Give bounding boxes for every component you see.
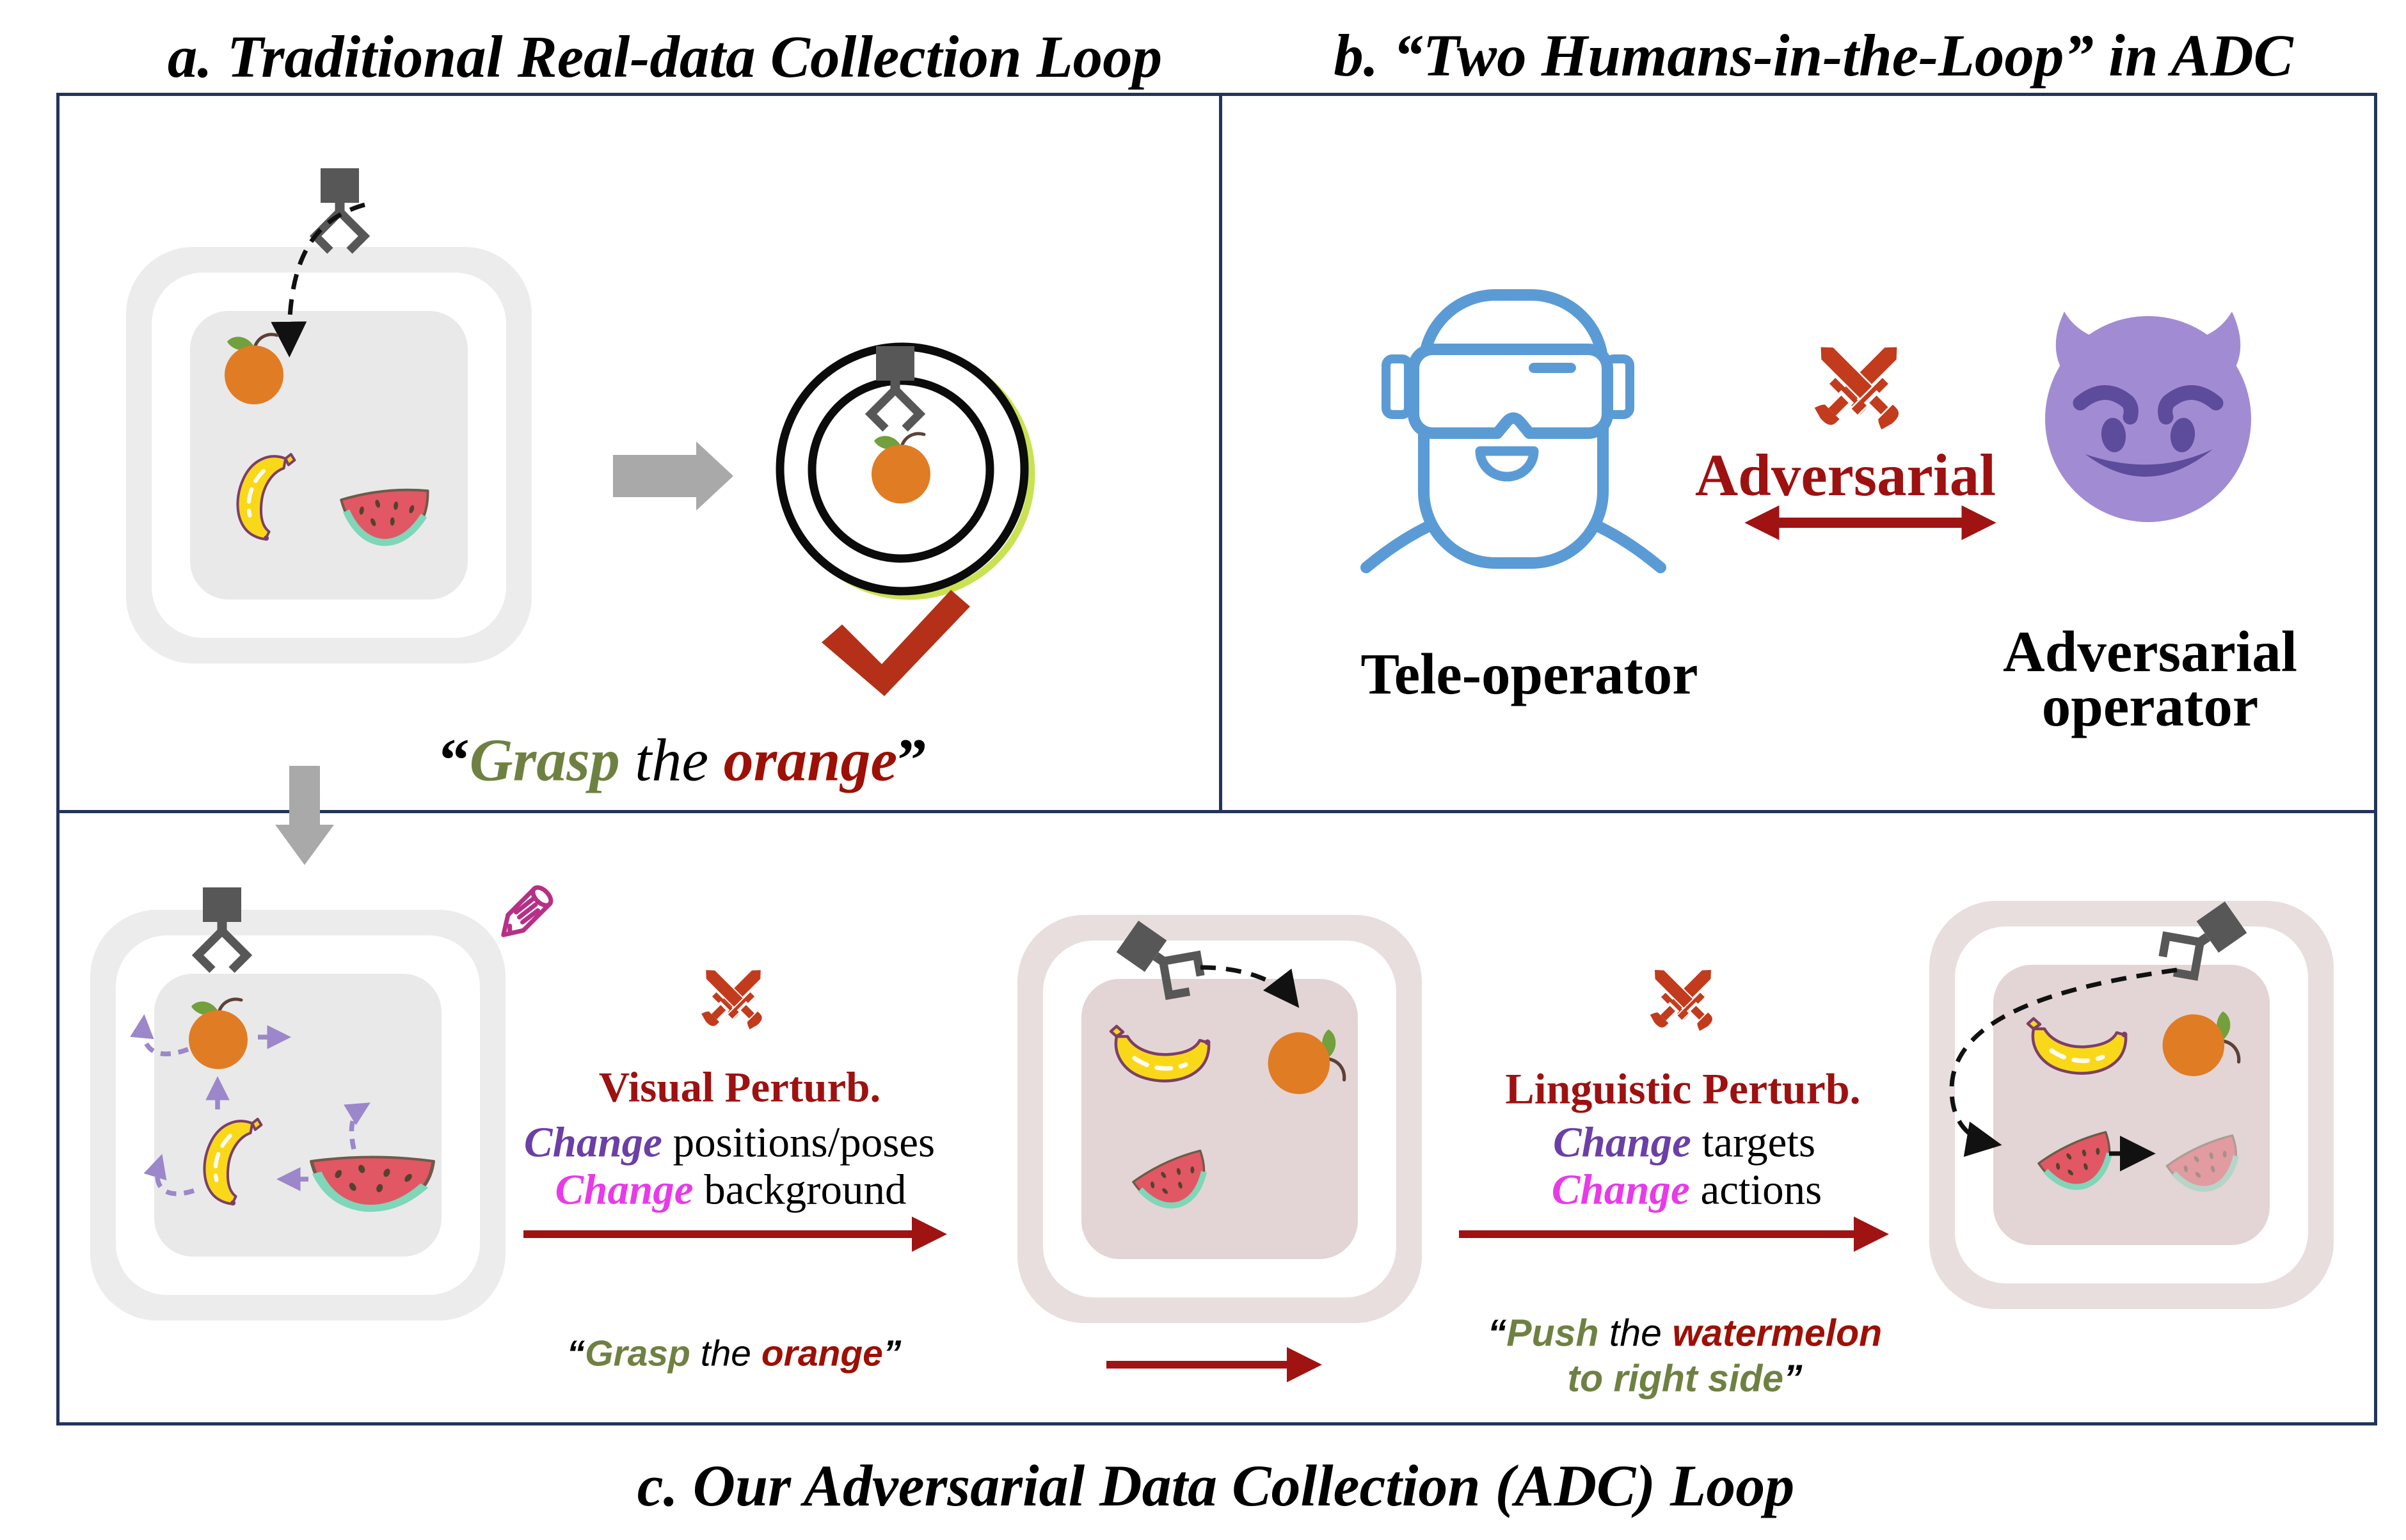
- text-connector: the: [619, 727, 724, 794]
- instruction-after-line2: to right side”: [1567, 1360, 1802, 1398]
- instruction-after-line1: “Push the watermelon: [1487, 1312, 1883, 1354]
- text-open-quote: “: [566, 1333, 586, 1374]
- panel-c-title: c. Our Adversarial Data Collection (ADC)…: [637, 1456, 1794, 1515]
- text-line2: to right side: [1567, 1357, 1784, 1400]
- text-verb: Push: [1506, 1312, 1599, 1354]
- text-c: c. Our Adversarial Data Collection (ADC)…: [637, 1453, 1795, 1519]
- instruction-before-label: “Grasp the orange”: [567, 1335, 902, 1372]
- text-row2-text: background: [693, 1166, 907, 1214]
- text-close-quote: ”: [882, 1333, 902, 1374]
- text-open-quote: “: [439, 727, 470, 794]
- linguistic-perturb-row2: Change actions: [1552, 1168, 1822, 1211]
- text-conflict-label: Adversarial: [1694, 443, 1996, 509]
- text-row1-keyword: Change: [523, 1118, 662, 1166]
- instruction-grasp-orange: “Grasp the orange”: [440, 730, 927, 790]
- teleoperator-label: Tele-operator: [1360, 645, 1698, 703]
- panel-a-traditional-loop: [56, 93, 1222, 813]
- text-row2-text: actions: [1689, 1166, 1822, 1214]
- adversarial-operator-label-line2: operator: [2042, 677, 2259, 735]
- text-object: watermelon: [1672, 1312, 1883, 1354]
- linguistic-perturb-row1: Change targets: [1553, 1121, 1815, 1164]
- text-row2-keyword: Change: [1551, 1166, 1690, 1214]
- adversarial-label: Adversarial: [1695, 446, 1996, 505]
- panel-a-title: a. Traditional Real-data Collection Loop: [168, 28, 1162, 87]
- text-row1-text: positions/poses: [662, 1118, 936, 1166]
- visual-perturb-heading: Visual Perturb.: [599, 1066, 880, 1109]
- adversarial-operator-label-line1: Adversarial: [2003, 623, 2297, 681]
- text-b: b. “Two Humans-in-the-Loop” in ADC: [1334, 23, 2293, 90]
- text-adversarial-operator-line1: Adversarial: [2003, 619, 2297, 685]
- text-verb: Grasp: [469, 727, 620, 794]
- visual-perturb-row2: Change background: [555, 1168, 907, 1211]
- text-open-quote: “: [1487, 1312, 1507, 1354]
- text-heading: Visual Perturb.: [598, 1063, 881, 1111]
- text-row1-keyword: Change: [1552, 1118, 1691, 1166]
- text-teleoperator-label: Tele-operator: [1360, 642, 1698, 707]
- text-connector: the: [690, 1333, 761, 1374]
- panel-b-title: b. “Two Humans-in-the-Loop” in ADC: [1334, 26, 2293, 86]
- text-object: orange: [723, 727, 898, 794]
- panel-c-adc-loop: [56, 810, 2377, 1425]
- text-close-quote: ”: [1783, 1357, 1803, 1400]
- text-row1-text: targets: [1691, 1118, 1816, 1166]
- text-adversarial-operator-line2: operator: [2041, 674, 2259, 739]
- text-heading: Linguistic Perturb.: [1505, 1064, 1861, 1113]
- text-connector: the: [1598, 1312, 1673, 1354]
- text-a: a. Traditional Real-data Collection Loop: [167, 24, 1163, 91]
- text-row2-keyword: Change: [555, 1166, 694, 1214]
- text-verb: Grasp: [585, 1333, 690, 1374]
- text-object: orange: [761, 1333, 883, 1374]
- visual-perturb-row1: Change positions/poses: [524, 1121, 935, 1164]
- linguistic-perturb-heading: Linguistic Perturb.: [1505, 1067, 1860, 1110]
- text-close-quote: ”: [897, 727, 928, 794]
